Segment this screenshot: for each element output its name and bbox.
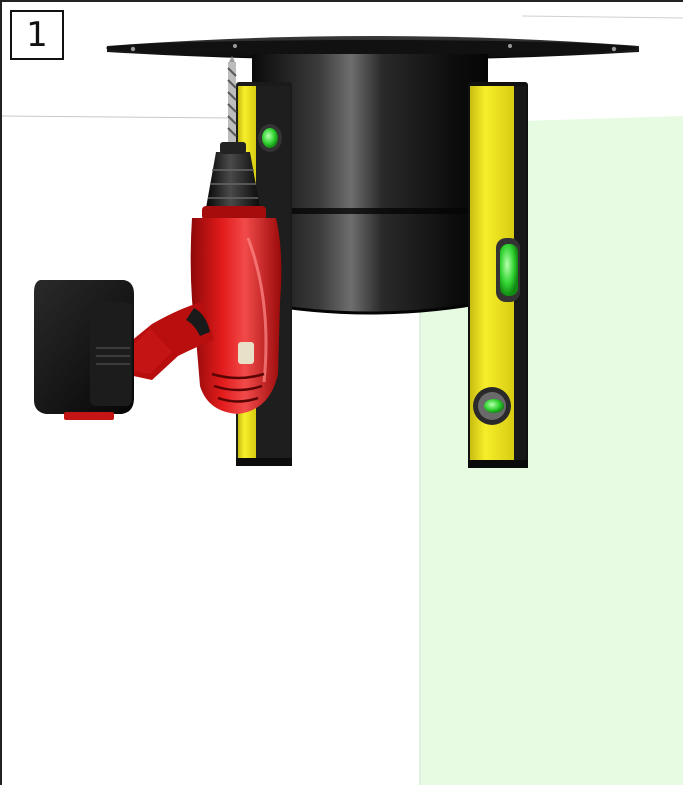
ceiling-top-edge <box>521 15 683 19</box>
spirit-level-icon <box>468 82 528 468</box>
ceiling-plate-icon <box>106 36 639 60</box>
ceiling-edge <box>2 115 233 119</box>
step-number: 1 <box>10 10 64 60</box>
cordless-drill-icon <box>34 142 282 420</box>
drill-bit-icon <box>227 56 237 154</box>
battery-pack <box>34 280 134 420</box>
